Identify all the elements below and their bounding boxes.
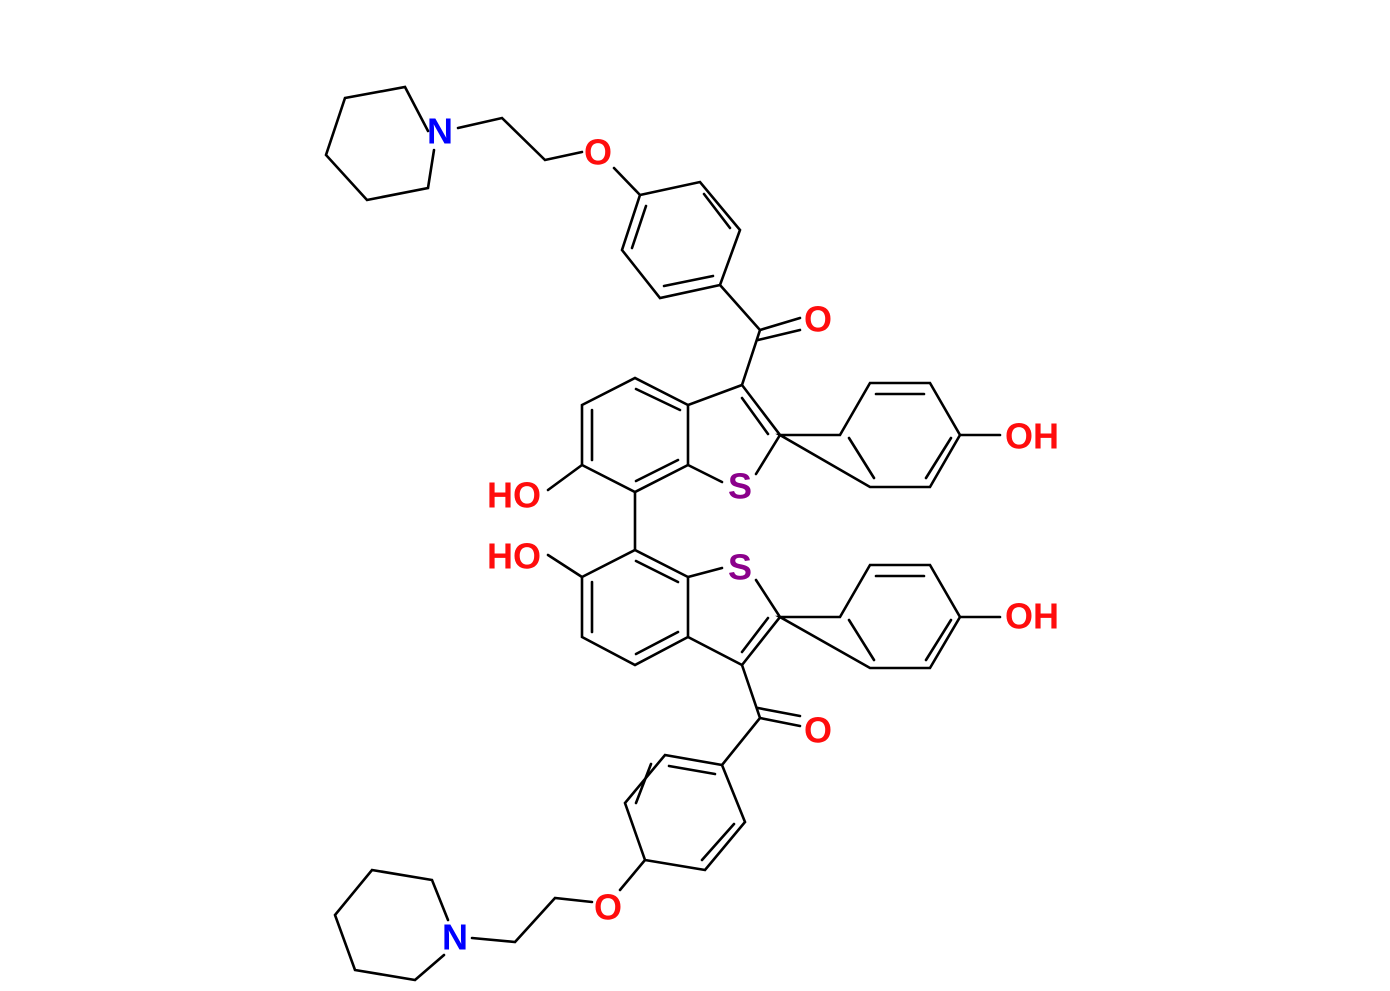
hydroxyl-label: OH (1005, 596, 1059, 637)
oxygen-label: O (804, 299, 832, 340)
oxygen-label: O (594, 887, 622, 928)
sulfur-label: S (728, 547, 752, 588)
hydroxyl-label: HO (487, 536, 541, 577)
hydroxyl-label: OH (1005, 416, 1059, 457)
oxygen-label: O (584, 132, 612, 173)
oxygen-label: O (804, 710, 832, 751)
hydroxyl-label: HO (487, 475, 541, 516)
nitrogen-label: N (427, 111, 453, 152)
nitrogen-label: N (442, 917, 468, 958)
atom-labels: N O O OH S HO HO S OH O O N (427, 111, 1059, 958)
sulfur-label: S (728, 466, 752, 507)
bonds (324, 85, 1002, 982)
